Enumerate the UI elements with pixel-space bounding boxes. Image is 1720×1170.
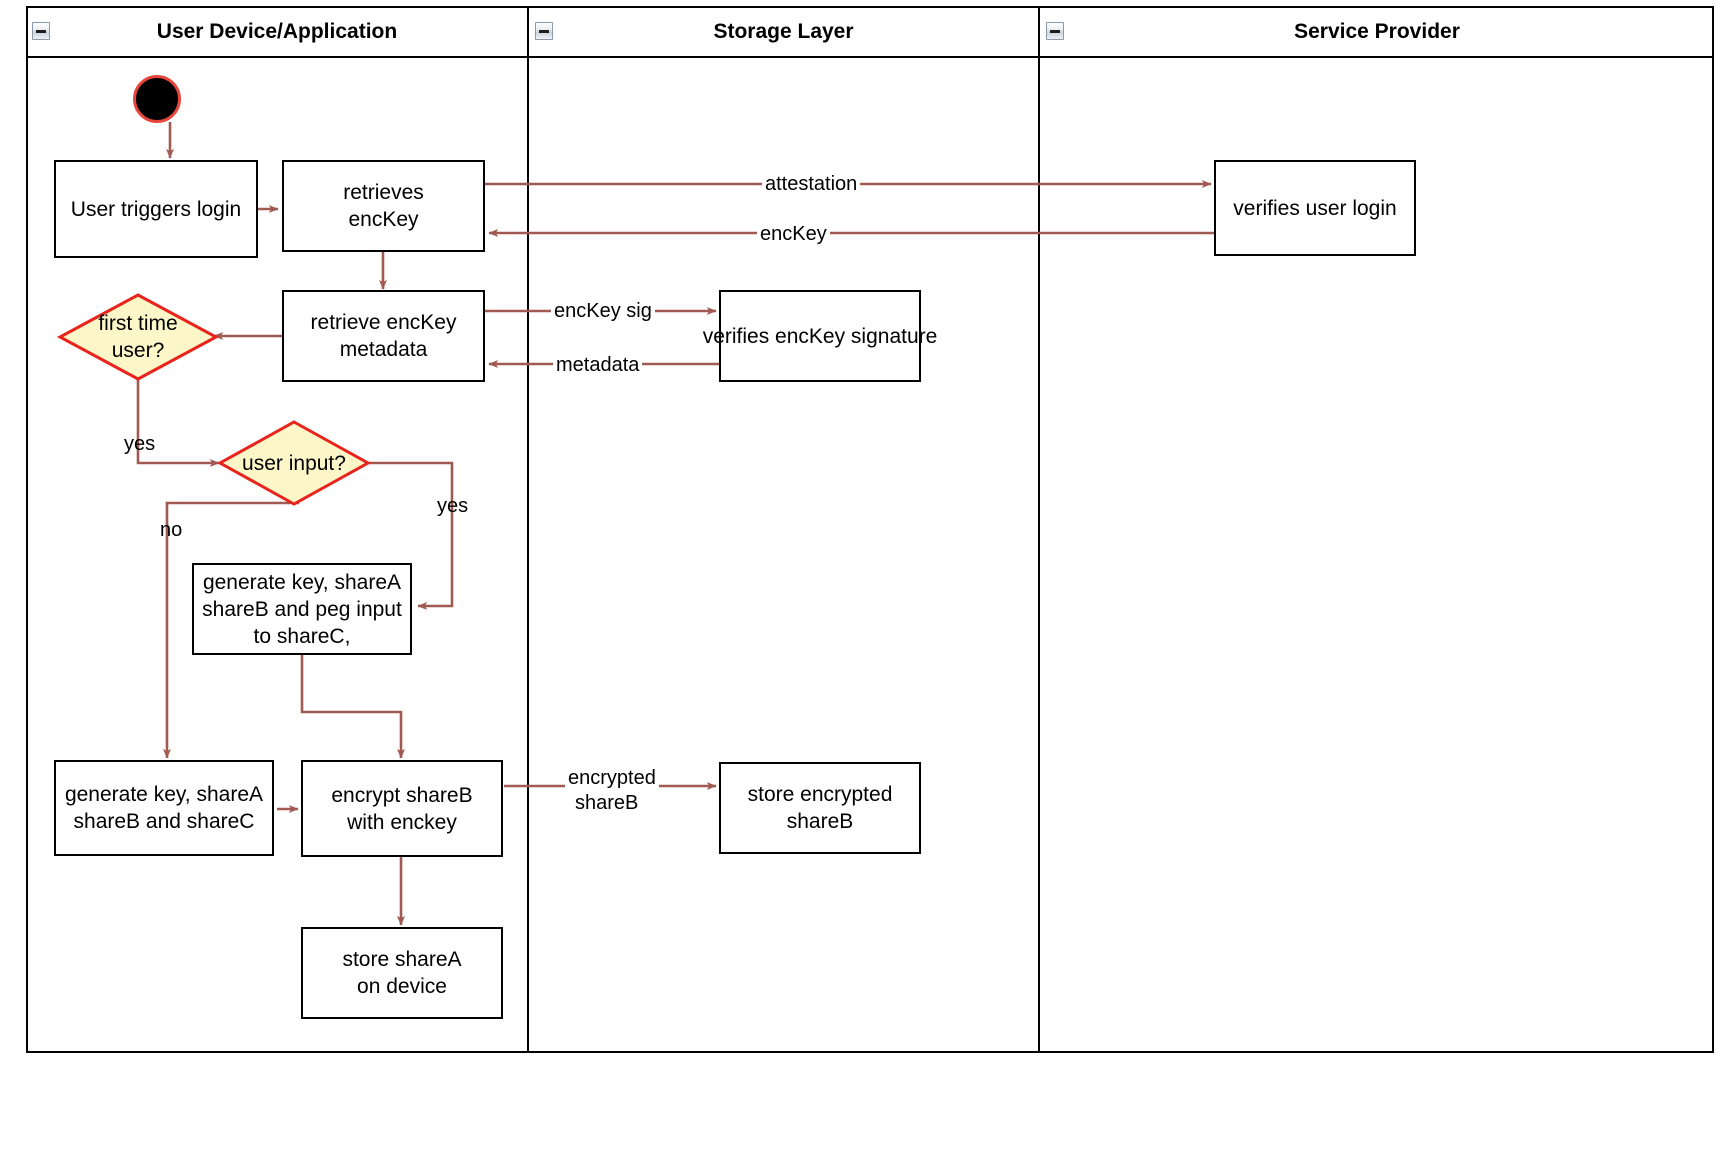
node-retrieves-enckey[interactable]: retrieves encKey bbox=[282, 160, 485, 252]
lane-title-storage-layer: Storage Layer bbox=[713, 20, 854, 43]
edge-userinput-no-to-genshares bbox=[163, 501, 299, 759]
node-encrypt-shareb[interactable]: encrypt shareB with enckey bbox=[301, 760, 503, 857]
node-user-triggers-login[interactable]: User triggers login bbox=[54, 160, 258, 258]
decision-user-input-label: user input? bbox=[242, 451, 346, 475]
decision-first-time-user-label: first time user? bbox=[98, 312, 178, 362]
node-verifies-enckey-signature[interactable]: verifies encKey signature bbox=[703, 290, 937, 382]
edge-userinput-yes-to-peg bbox=[368, 461, 454, 610]
lane-title-service-provider: Service Provider bbox=[1294, 20, 1460, 43]
edge-label-enckey: encKey bbox=[757, 222, 830, 246]
decision-first-time-user[interactable]: first time user? bbox=[56, 293, 220, 381]
guard-label-yes-first-time-user: yes bbox=[124, 433, 156, 455]
guard-label-yes-user-input: yes bbox=[437, 495, 469, 517]
lane-title-user-device: User Device/Application bbox=[156, 20, 398, 43]
node-generate-key-shares[interactable]: generate key, shareA shareB and shareC bbox=[54, 760, 274, 856]
start-node bbox=[133, 75, 181, 123]
node-store-encrypted-shareb[interactable]: store encrypted shareB bbox=[719, 762, 921, 854]
edge-label-encrypted-shareb-line2: shareB bbox=[572, 791, 642, 815]
node-retrieve-enckey-metadata[interactable]: retrieve encKey metadata bbox=[282, 290, 485, 382]
lane-divider-2 bbox=[1038, 6, 1040, 1053]
edge-peg-to-encrypt bbox=[300, 655, 405, 759]
edge-label-encrypted-shareb-line1: encrypted bbox=[565, 766, 659, 790]
guard-label-no-user-input: no bbox=[160, 519, 183, 541]
edge-firsttime-yes-to-userinput bbox=[136, 379, 220, 467]
edge-label-enckey-sig: encKey sig bbox=[551, 299, 655, 323]
node-store-sharea-on-device[interactable]: store shareA on device bbox=[301, 927, 503, 1019]
lane-header-rule bbox=[26, 56, 1714, 58]
lane-collapse-icon-service-provider[interactable] bbox=[1046, 22, 1064, 40]
decision-user-input[interactable]: user input? bbox=[216, 420, 372, 506]
edge-label-attestation: attestation bbox=[762, 172, 861, 196]
node-verifies-user-login[interactable]: verifies user login bbox=[1214, 160, 1416, 256]
node-generate-peg-input[interactable]: generate key, shareA shareB and peg inpu… bbox=[192, 563, 412, 655]
lane-collapse-icon-user-device[interactable] bbox=[32, 22, 50, 40]
edge-label-metadata: metadata bbox=[553, 353, 643, 377]
lane-divider-1 bbox=[527, 6, 529, 1053]
lane-collapse-icon-storage-layer[interactable] bbox=[535, 22, 553, 40]
